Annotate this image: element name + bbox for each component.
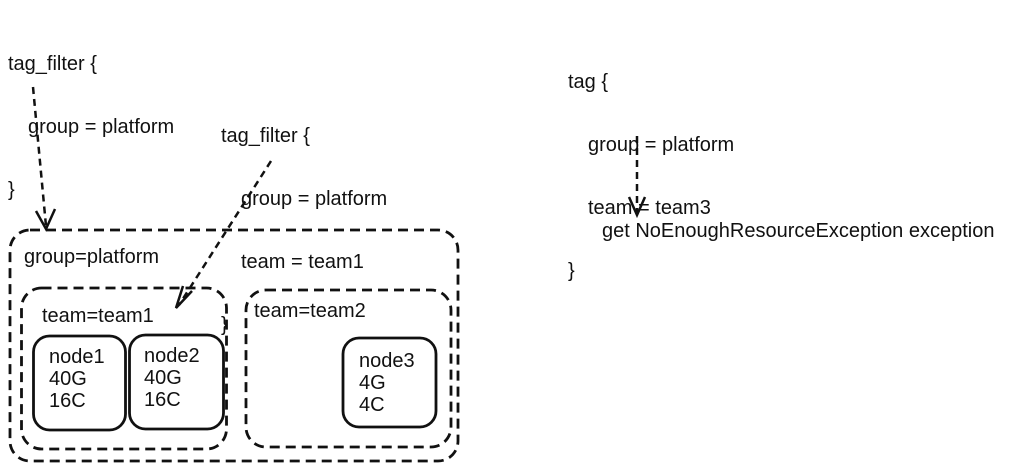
code-block-tag-filter-group: tag_filter { group = platform } [8,12,174,243]
node2-box [128,333,225,431]
arrowhead-down-icon [627,196,647,219]
node2-cpu: 16C [144,389,181,411]
code-line: tag_filter { [8,53,97,75]
code-line: group = platform [588,134,735,156]
node2-name: node2 [144,345,200,367]
team1-box [20,286,228,451]
node1-box [32,334,127,432]
node3-memory: 4G [359,372,386,394]
arrow-filter-team1-to-team1box [174,160,273,309]
code-line: tag_filter { [221,125,310,147]
node3-cpu: 4C [359,394,385,416]
node1-cpu: 16C [49,390,86,412]
code-line: group = platform [28,116,175,138]
node1-memory: 40G [49,368,87,390]
code-line: group = platform [241,188,388,210]
node1-text: node1 40G 16C [49,346,105,412]
group-platform-box [8,228,460,463]
arrow-tag-team3-to-exception [627,136,647,219]
node2-memory: 40G [144,367,182,389]
arrowhead-down-icon [34,208,57,232]
team2-box [244,288,453,449]
group-platform-label: group=platform [24,246,160,268]
code-line: } [568,260,575,282]
node1-name: node1 [49,346,105,368]
code-block-tag-team3: tag { group = platform team = team3 } [568,30,734,324]
node3-box [341,336,438,429]
node3-text: node3 4G 4C [359,350,415,416]
exception-result-text: get NoEnoughResourceException exception [602,220,995,242]
team1-label: team=team1 [42,305,154,327]
team2-label: team=team2 [254,300,366,322]
code-line: tag { [568,71,609,93]
code-block-tag-filter-team1: tag_filter { group = platform team = tea… [221,84,387,378]
code-line: team = team1 [241,251,364,273]
arrowhead-downleft-icon [174,285,193,309]
node2-text: node2 40G 16C [144,345,200,411]
arrow-filter-group-to-groupbox [31,86,57,232]
code-line: } [8,179,15,201]
node3-name: node3 [359,350,415,372]
code-line: } [221,314,228,336]
code-line: team = team3 [588,197,711,219]
